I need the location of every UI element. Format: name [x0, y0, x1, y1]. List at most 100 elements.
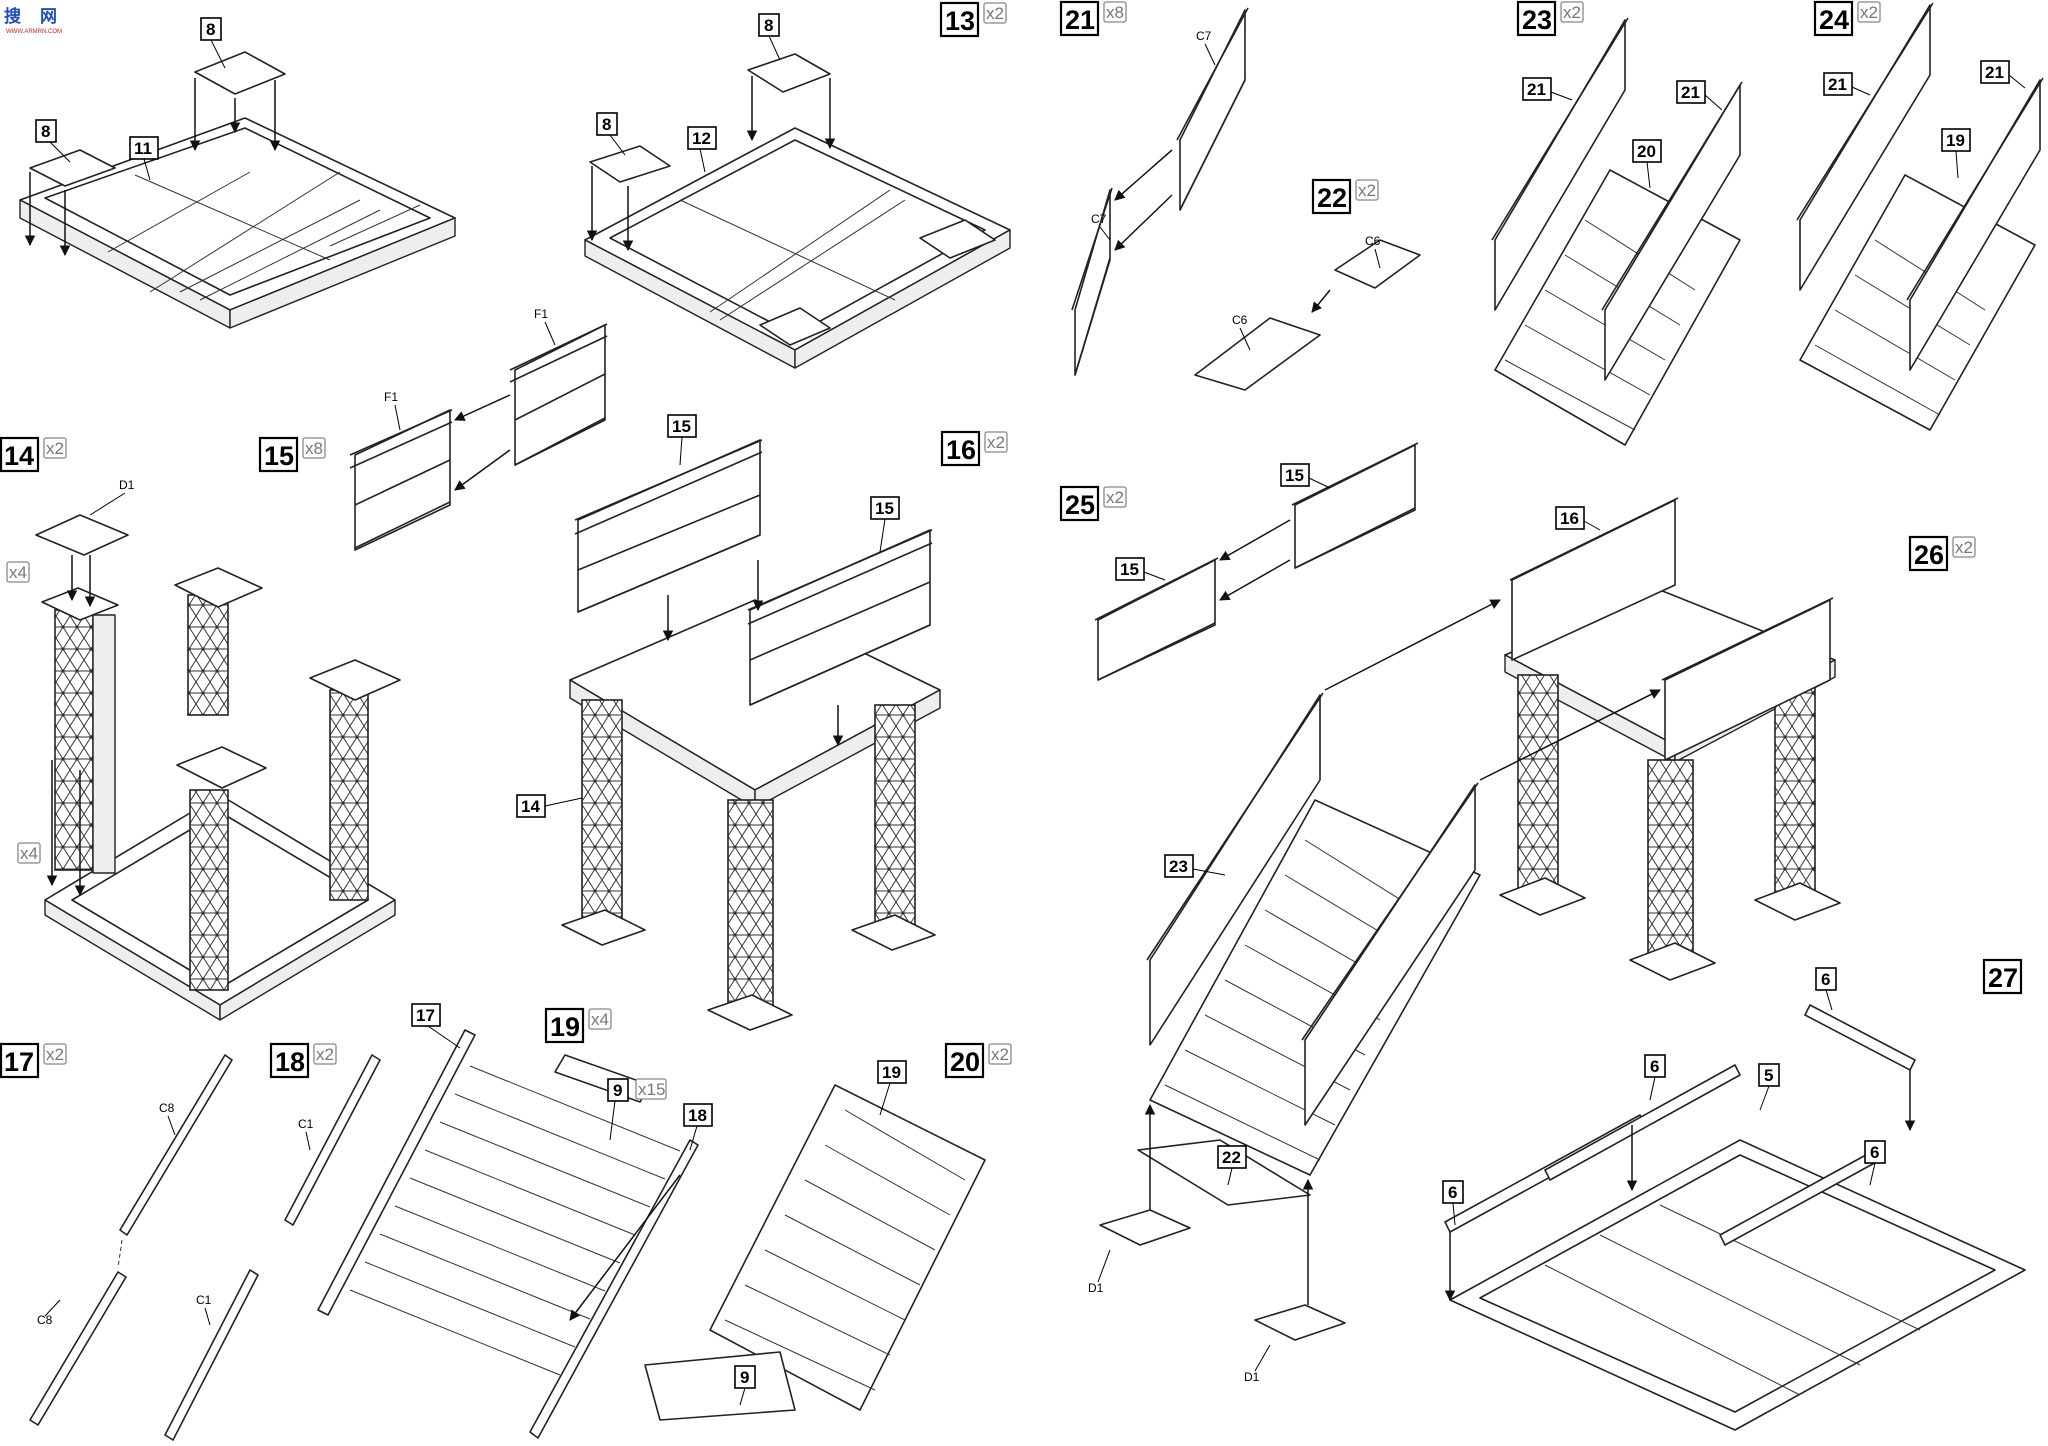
svg-text:x2: x2 — [1955, 538, 1973, 557]
svg-text:21: 21 — [1527, 80, 1546, 99]
callout-part-8-a: 8 — [200, 17, 226, 69]
callout-part-15-b: 15 — [870, 496, 900, 553]
callout-part-22: 22 — [1217, 1145, 1247, 1186]
svg-text:19: 19 — [882, 1063, 901, 1082]
step-label-17: 17 x2 — [0, 1042, 67, 1079]
illustration-step26-assembly — [1099, 497, 1841, 1341]
part-code-f1-b: F1 — [384, 390, 401, 431]
svg-text:C7: C7 — [1196, 29, 1212, 43]
part-code-d1-b: D1 — [1088, 1249, 1111, 1295]
callout-part-6-b: 6 — [1644, 1054, 1666, 1101]
svg-text:x4: x4 — [9, 563, 27, 582]
svg-text:19: 19 — [1946, 131, 1965, 150]
illustration-step25-railings — [1094, 442, 1419, 681]
illustration-step13-frame-a — [19, 51, 456, 329]
illustration-step15-railings — [349, 323, 608, 551]
callout-part-18: 18 — [683, 1103, 713, 1151]
svg-text:x2: x2 — [46, 1045, 64, 1064]
part-code-c6-b: C6 — [1232, 313, 1251, 351]
part-code-c8-a: C8 — [159, 1101, 176, 1136]
svg-text:D1: D1 — [1244, 1370, 1260, 1384]
svg-text:9: 9 — [613, 1081, 622, 1100]
callout-part-5: 5 — [1758, 1063, 1780, 1111]
svg-text:22: 22 — [1317, 183, 1347, 213]
svg-text:5: 5 — [1764, 1066, 1773, 1085]
svg-text:6: 6 — [1448, 1183, 1457, 1202]
logo-mark: 搜 — [4, 6, 22, 26]
callout-part-23: 23 — [1164, 854, 1226, 878]
step-label-20: 20 x2 — [944, 1042, 1012, 1079]
illustration-step23-stair — [1491, 17, 1743, 446]
svg-text:17: 17 — [416, 1006, 435, 1025]
svg-text:11: 11 — [134, 139, 152, 158]
callout-part-11: 11 — [129, 136, 159, 181]
logo-tagline: WWW.ARMRN.COM — [6, 29, 62, 35]
svg-text:13: 13 — [945, 6, 975, 36]
callout-part-6-a: 6 — [1815, 967, 1837, 1011]
svg-text:x2: x2 — [1106, 488, 1124, 507]
illustration-step17-stringers — [29, 1054, 233, 1426]
part-code-f1-a: F1 — [534, 307, 556, 346]
side-qty-tag-a: x4 — [6, 561, 30, 583]
svg-text:15: 15 — [875, 499, 894, 518]
illustration-step13-frame-b — [584, 53, 1011, 369]
svg-text:20: 20 — [1637, 142, 1656, 161]
part-code-c1-a: C1 — [298, 1117, 314, 1151]
part-code-d1-a: D1 — [89, 478, 135, 516]
svg-text:C8: C8 — [159, 1101, 175, 1115]
callout-part-21-d: 21 — [1980, 60, 2026, 89]
svg-text:17: 17 — [4, 1047, 34, 1077]
svg-text:20: 20 — [950, 1047, 980, 1077]
illustration-step19-stairs — [317, 1029, 699, 1439]
illustration-step27-base — [1444, 1004, 2026, 1431]
svg-text:8: 8 — [41, 122, 50, 141]
svg-text:12: 12 — [692, 129, 711, 148]
svg-text:x2: x2 — [986, 4, 1004, 23]
svg-text:x2: x2 — [1563, 3, 1581, 22]
callout-part-8-d: 8 — [596, 112, 626, 156]
svg-text:8: 8 — [206, 20, 215, 39]
svg-text:24: 24 — [1819, 5, 1849, 35]
step-label-13: 13 x2 — [939, 1, 1007, 38]
illustration-step24-stair — [1796, 2, 2044, 431]
svg-text:21: 21 — [1985, 63, 2004, 82]
svg-text:6: 6 — [1821, 970, 1830, 989]
callout-part-16: 16 — [1555, 506, 1601, 531]
svg-text:x8: x8 — [305, 439, 323, 458]
svg-text:19: 19 — [550, 1012, 580, 1042]
svg-text:15: 15 — [672, 417, 691, 436]
callout-part-15-d: 15 — [1115, 557, 1166, 581]
svg-text:x2: x2 — [991, 1045, 1009, 1064]
svg-text:6: 6 — [1650, 1057, 1659, 1076]
callout-part-21-c: 21 — [1823, 72, 1871, 96]
callout-part-12: 12 — [687, 126, 717, 173]
svg-text:21: 21 — [1828, 75, 1847, 94]
callout-part-9: 9 x15 — [607, 1078, 667, 1141]
svg-text:9: 9 — [740, 1368, 749, 1387]
svg-text:6: 6 — [1870, 1143, 1879, 1162]
svg-text:21: 21 — [1681, 83, 1700, 102]
callout-part-17: 17 — [411, 1003, 461, 1049]
svg-text:18: 18 — [688, 1106, 707, 1125]
callout-part-8-c: 8 — [758, 13, 781, 61]
callout-part-19-b: 19 — [1941, 128, 1971, 179]
callout-part-6-c: 6 — [1864, 1140, 1886, 1186]
part-code-c7-b: C7 — [1091, 212, 1111, 241]
svg-text:x15: x15 — [638, 1080, 665, 1099]
svg-text:C1: C1 — [196, 1293, 212, 1307]
svg-text:18: 18 — [275, 1047, 305, 1077]
svg-text:x2: x2 — [987, 433, 1005, 452]
illustration-step18-stringers — [164, 1054, 381, 1441]
logo-mark-2: 网 — [40, 7, 57, 26]
illustration-step14-towers — [35, 514, 401, 1021]
svg-text:23: 23 — [1169, 857, 1188, 876]
part-code-c6-a: C6 — [1365, 234, 1381, 269]
